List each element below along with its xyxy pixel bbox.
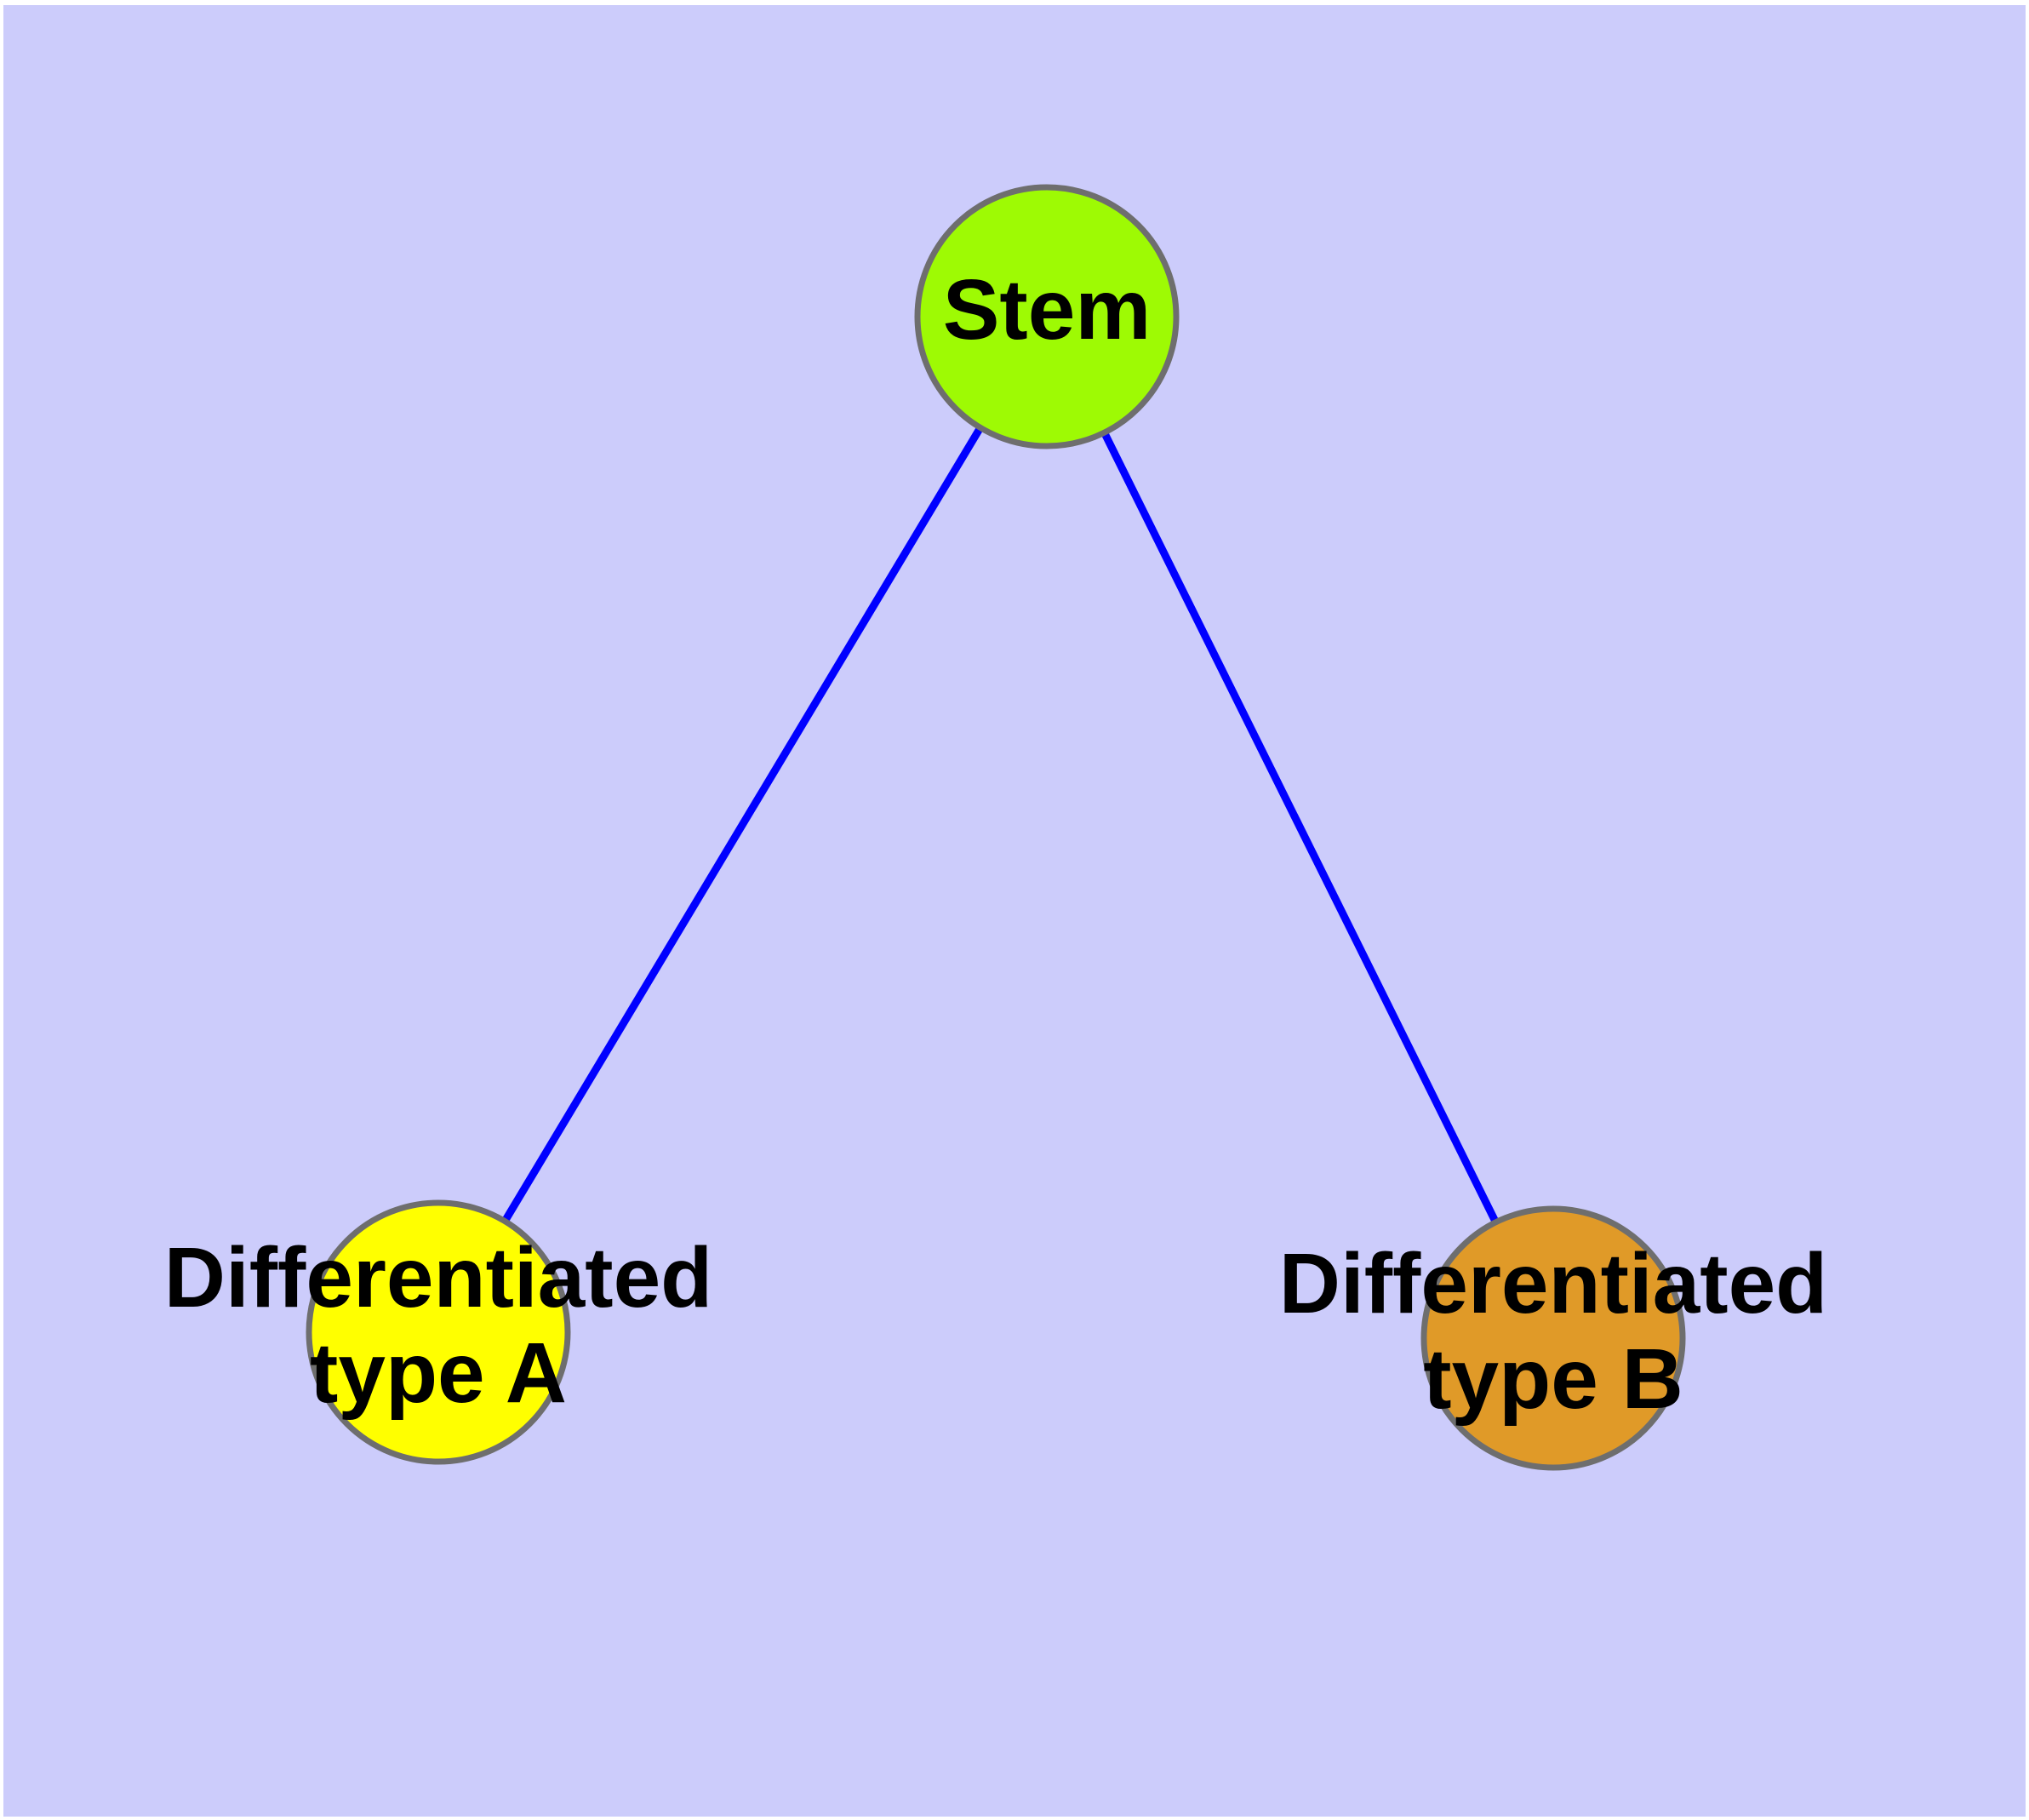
node-label-line: Differentiated xyxy=(1279,1236,1828,1331)
node-differentiated-type-a-circle[interactable] xyxy=(306,1199,571,1465)
node-stem-circle[interactable] xyxy=(914,184,1180,449)
node-label-line: Differentiated xyxy=(164,1230,713,1325)
node-stem[interactable]: Stem xyxy=(914,184,1180,449)
node-differentiated-type-b-circle[interactable] xyxy=(1420,1205,1686,1471)
edge-stem-diff-b[interactable] xyxy=(1043,315,1557,1340)
edge-stem-diff-a[interactable] xyxy=(435,314,1050,1335)
node-label-line: type A xyxy=(310,1325,567,1421)
node-label-line: type B xyxy=(1423,1331,1683,1427)
edge-layer xyxy=(435,314,1557,1340)
node-stem-label: Stem xyxy=(943,262,1152,358)
node-label-line: Stem xyxy=(943,262,1152,358)
